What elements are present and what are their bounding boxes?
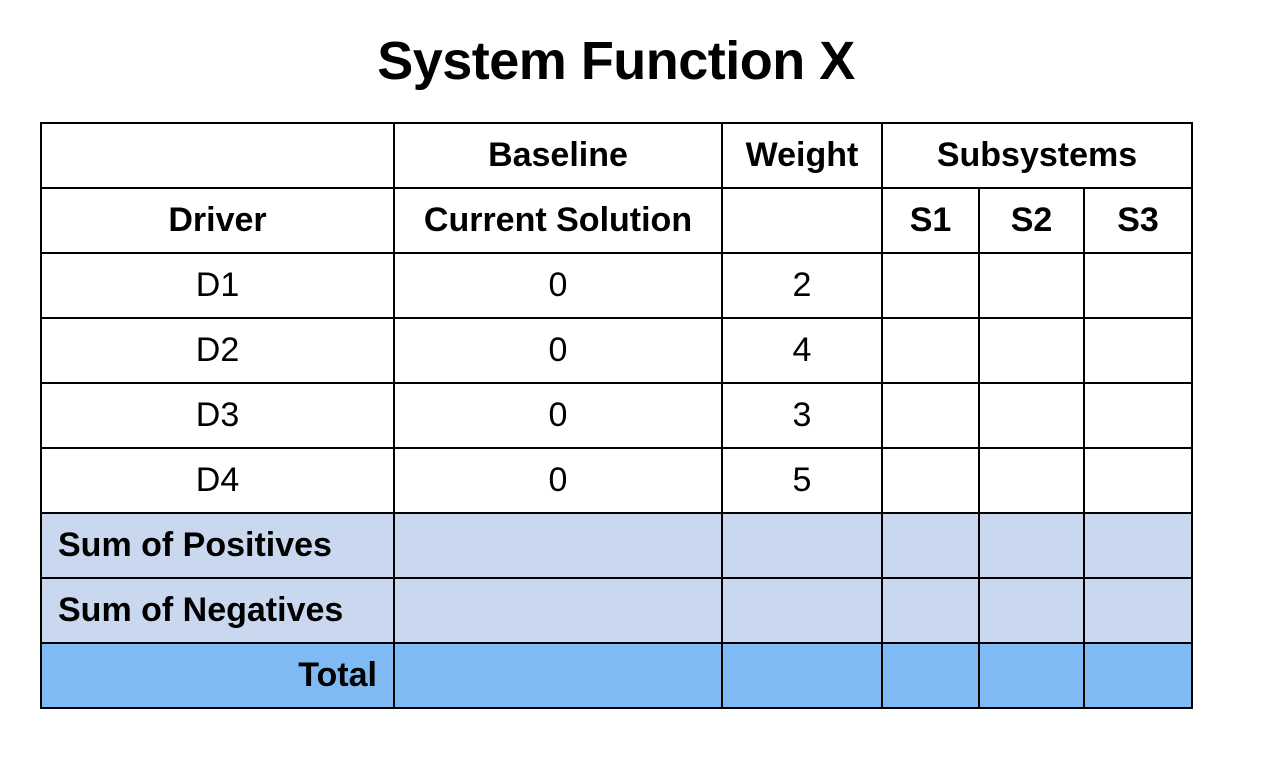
weight-cell: 3 bbox=[721, 382, 883, 449]
page-title: System Function X bbox=[377, 31, 855, 91]
s2-cell bbox=[978, 577, 1085, 644]
sum-of-positives-label: Sum of Positives bbox=[40, 512, 395, 579]
header-weight-empty bbox=[721, 187, 883, 254]
s1-cell bbox=[881, 642, 980, 709]
weight-cell: 5 bbox=[721, 447, 883, 514]
s3-cell bbox=[1083, 642, 1193, 709]
s1-cell bbox=[881, 252, 980, 319]
header-empty-cell bbox=[40, 122, 395, 189]
weight-cell: 2 bbox=[721, 252, 883, 319]
s2-cell bbox=[978, 317, 1085, 384]
weight-cell: 4 bbox=[721, 317, 883, 384]
baseline-cell: 0 bbox=[393, 382, 723, 449]
s1-cell bbox=[881, 447, 980, 514]
total-label: Total bbox=[40, 642, 395, 709]
driver-cell: D1 bbox=[40, 252, 395, 319]
baseline-cell: 0 bbox=[393, 447, 723, 514]
table-row: D1 0 2 bbox=[40, 252, 1193, 319]
table-row: D4 0 5 bbox=[40, 447, 1193, 514]
baseline-cell bbox=[393, 642, 723, 709]
s3-cell bbox=[1083, 447, 1193, 514]
baseline-cell: 0 bbox=[393, 317, 723, 384]
s2-cell bbox=[978, 642, 1085, 709]
header-s1: S1 bbox=[881, 187, 980, 254]
s3-cell bbox=[1083, 512, 1193, 579]
header-current-solution: Current Solution bbox=[393, 187, 723, 254]
weight-cell bbox=[721, 512, 883, 579]
s2-cell bbox=[978, 252, 1085, 319]
s2-cell bbox=[978, 512, 1085, 579]
total-row: Total bbox=[40, 642, 1193, 709]
table-row: D2 0 4 bbox=[40, 317, 1193, 384]
s3-cell bbox=[1083, 577, 1193, 644]
s2-cell bbox=[978, 447, 1085, 514]
header-baseline: Baseline bbox=[393, 122, 723, 189]
s1-cell bbox=[881, 382, 980, 449]
baseline-cell bbox=[393, 512, 723, 579]
header-subsystems: Subsystems bbox=[881, 122, 1193, 189]
header-row-1: Baseline Weight Subsystems bbox=[40, 122, 1193, 189]
driver-cell: D3 bbox=[40, 382, 395, 449]
header-driver: Driver bbox=[40, 187, 395, 254]
header-weight: Weight bbox=[721, 122, 883, 189]
driver-cell: D4 bbox=[40, 447, 395, 514]
baseline-cell: 0 bbox=[393, 252, 723, 319]
weight-cell bbox=[721, 577, 883, 644]
s1-cell bbox=[881, 577, 980, 644]
s1-cell bbox=[881, 317, 980, 384]
s1-cell bbox=[881, 512, 980, 579]
weight-cell bbox=[721, 642, 883, 709]
header-s3: S3 bbox=[1083, 187, 1193, 254]
header-row-2: Driver Current Solution S1 S2 S3 bbox=[40, 187, 1193, 254]
baseline-cell bbox=[393, 577, 723, 644]
sum-of-positives-row: Sum of Positives bbox=[40, 512, 1193, 579]
sum-of-negatives-row: Sum of Negatives bbox=[40, 577, 1193, 644]
s2-cell bbox=[978, 382, 1085, 449]
s3-cell bbox=[1083, 252, 1193, 319]
driver-cell: D2 bbox=[40, 317, 395, 384]
decision-matrix-table: Baseline Weight Subsystems Driver Curren… bbox=[40, 122, 1193, 709]
sum-of-negatives-label: Sum of Negatives bbox=[40, 577, 395, 644]
header-s2: S2 bbox=[978, 187, 1085, 254]
table-row: D3 0 3 bbox=[40, 382, 1193, 449]
s3-cell bbox=[1083, 317, 1193, 384]
s3-cell bbox=[1083, 382, 1193, 449]
